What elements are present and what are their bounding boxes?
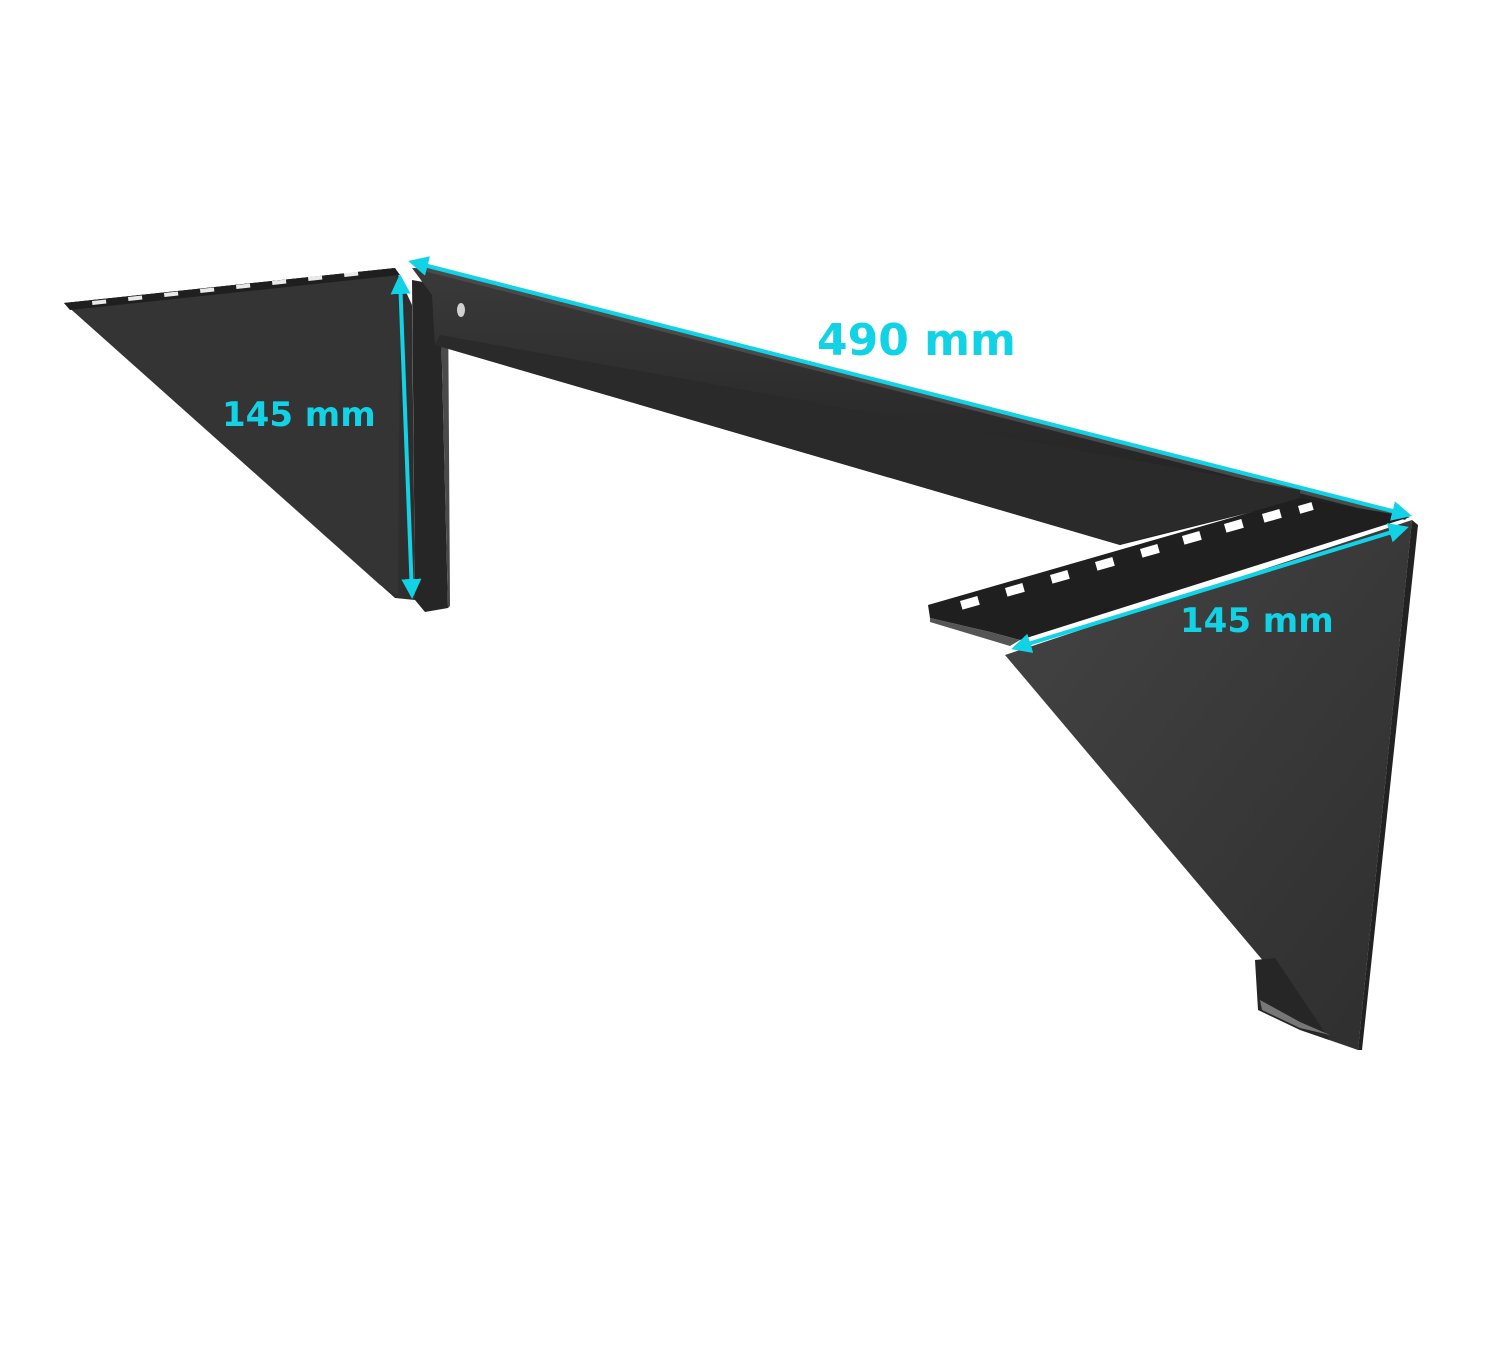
right-depth-label: 145 mm [1180,601,1334,641]
right-depth-arrow [1011,523,1409,653]
width-label: 490 mm [817,315,1016,366]
right-flange-edge [930,618,1020,646]
left-plate-shade [64,268,400,595]
mounting-hole [457,303,465,317]
right-bottom-foot [1255,958,1358,1050]
left-depth-label: 145 mm [222,395,376,435]
left-depth-arrow [390,274,422,599]
width-arrow [408,256,1412,521]
back-bar-lip [435,335,1300,545]
left-flange-slots [92,271,359,305]
dimension-overlay: 490 mm 145 mm 145 mm [222,256,1412,653]
rack-bracket [64,268,1418,1050]
